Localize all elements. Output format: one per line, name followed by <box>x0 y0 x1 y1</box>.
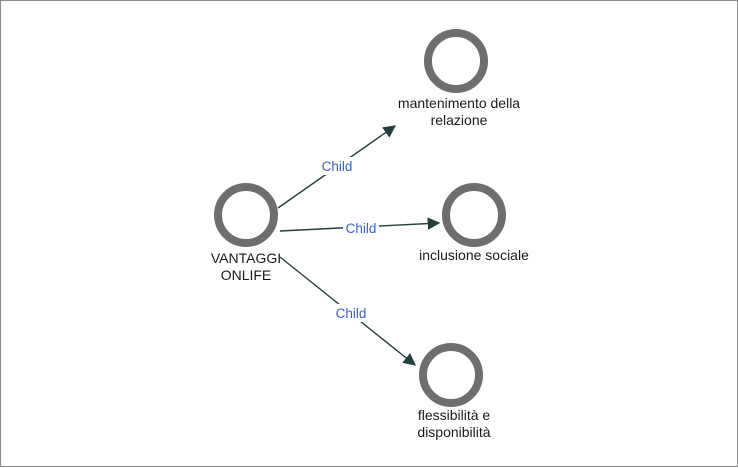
node-circle <box>214 183 278 247</box>
node-label-line-1: inclusione sociale <box>419 247 529 263</box>
node-label-line-1: VANTAGGI <box>211 250 281 266</box>
node-mantenimento-della-relazione[interactable]: mantenimento della relazione <box>398 29 520 128</box>
node-inclusione-sociale[interactable]: inclusione sociale <box>419 183 529 263</box>
edge-label: Child <box>322 159 353 174</box>
edge-label: Child <box>346 221 377 236</box>
node-circle <box>442 183 506 247</box>
edge-label: Child <box>336 306 367 321</box>
node-label-line-2: ONLIFE <box>221 267 272 283</box>
node-label-line-1: mantenimento della <box>398 95 520 111</box>
node-circle <box>419 343 483 407</box>
node-label-line-1: flessibilità e <box>418 407 491 423</box>
node-label-line-2: relazione <box>431 112 488 128</box>
edge-root-to-flessibilita[interactable]: Child <box>279 256 416 366</box>
edge-root-to-mantenimento[interactable]: Child <box>277 125 397 209</box>
node-circle <box>424 29 488 93</box>
node-flessibilita-e-disponibilita[interactable]: flessibilità e disponibilità <box>417 343 491 440</box>
node-label-line-2: disponibilità <box>417 424 490 440</box>
node-vantaggi-onlife[interactable]: VANTAGGI ONLIFE <box>211 183 281 283</box>
edge-root-to-inclusione[interactable]: Child <box>279 217 441 237</box>
